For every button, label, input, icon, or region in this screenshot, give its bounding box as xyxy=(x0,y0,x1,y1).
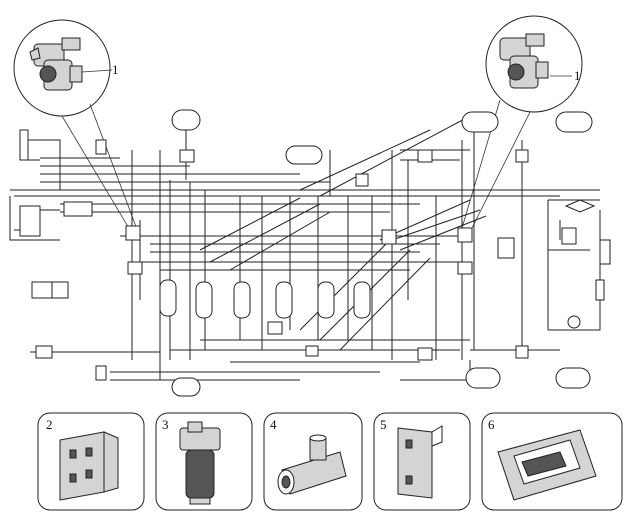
control-module-icon xyxy=(497,429,597,501)
filter-valve-icon xyxy=(179,421,221,505)
cylinder-3 xyxy=(233,281,251,319)
component-panels: 2 3 4 xyxy=(37,412,623,511)
panel-tee: 4 xyxy=(263,412,363,511)
panel-2-number: 2 xyxy=(46,417,53,432)
tank-top-right-1 xyxy=(461,111,499,133)
left-callout-number: 1 xyxy=(112,62,119,77)
panel-module: 6 xyxy=(481,412,623,511)
tank-bottom-right-1 xyxy=(465,367,501,389)
panel-6-number: 6 xyxy=(488,417,495,432)
panel-4-number: 4 xyxy=(270,417,277,432)
tank-bottom-right-2 xyxy=(555,367,591,389)
air-tanks xyxy=(171,109,593,397)
right-valve-callout: 1 xyxy=(461,15,583,233)
mounting-plate-icon xyxy=(397,425,443,499)
cylinder-1 xyxy=(159,279,177,317)
panel-bracket: 2 xyxy=(37,412,145,511)
cylinder-6 xyxy=(353,281,371,319)
valve-symbols xyxy=(19,129,611,381)
tank-horizontal-mid xyxy=(285,145,323,165)
right-callout-number: 1 xyxy=(574,68,581,83)
tank-top-right-2 xyxy=(555,111,593,133)
left-valve-callout: 1 xyxy=(13,19,139,233)
bracket-plate-icon xyxy=(59,431,119,501)
panel-3-number: 3 xyxy=(162,417,169,432)
tank-bottom-center xyxy=(171,377,201,397)
cylinder-4 xyxy=(275,281,293,319)
panel-plate: 5 xyxy=(373,412,471,511)
valve-render-icon xyxy=(29,37,83,91)
cylinder-5 xyxy=(317,281,335,319)
piping-network xyxy=(9,115,601,381)
tank-top-center xyxy=(171,109,201,131)
valve-render-icon-right xyxy=(499,33,549,89)
tee-connector-icon xyxy=(277,434,347,495)
cylinder-2 xyxy=(195,281,213,319)
panel-filter: 3 xyxy=(155,412,253,511)
panel-5-number: 5 xyxy=(380,417,387,432)
brake-cylinders xyxy=(159,279,371,319)
